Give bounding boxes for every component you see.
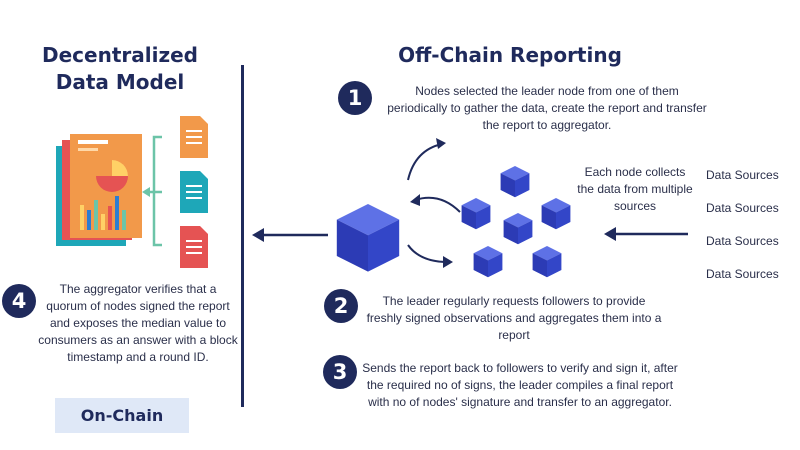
follower-node-cube [500, 166, 530, 198]
follower-node-cube [461, 198, 491, 230]
leader-node-cube [336, 204, 400, 272]
step-3-text: Sends the report back to followers to ve… [362, 361, 678, 409]
step-4-badge: 4 [2, 284, 36, 318]
right-title: Off-Chain Reporting [398, 43, 622, 67]
left-title-line2: Data Model [55, 70, 185, 94]
report-header-bar-2 [78, 148, 98, 151]
step-2-badge: 2 [324, 289, 358, 323]
follower-node-cube [541, 198, 571, 230]
curved-arrow-down [407, 244, 449, 263]
report-bar-4 [101, 214, 105, 230]
node-collects-text: Each node collects the data from multipl… [577, 165, 693, 213]
report-bar-3 [94, 200, 98, 230]
document-red-icon [180, 226, 208, 268]
step-1-text: Nodes selected the leader node from one … [387, 84, 707, 132]
document-teal-icon [180, 171, 208, 213]
connector-arrowhead [142, 187, 150, 197]
pie-slice [112, 160, 128, 176]
left-title-line1: Decentralized [42, 43, 198, 67]
report-bar-2 [87, 210, 91, 230]
step-1-badge: 1 [338, 81, 372, 115]
report-illustration [56, 116, 208, 268]
on-chain-label: On-Chain [55, 398, 189, 433]
arrow-to-report-head [252, 228, 264, 242]
data-source-label: Data Sources [706, 267, 779, 281]
follower-node-cube [503, 213, 533, 245]
curved-arrow-down-head [443, 256, 453, 268]
report-bar-1 [80, 205, 84, 230]
curved-arrow-up [407, 143, 443, 181]
data-source-label: Data Sources [706, 201, 779, 215]
report-bar-6 [115, 196, 119, 230]
report-header-bar [78, 140, 108, 144]
step-3-badge: 3 [323, 355, 357, 389]
step-2-text: The leader regularly requests followers … [366, 294, 662, 342]
step-4-text: The aggregator verifies that a quorum of… [38, 282, 238, 364]
left-title: Decentralized Data Model [20, 42, 220, 96]
report-bar-5 [108, 206, 112, 230]
section-divider [241, 65, 244, 407]
follower-node-cube [473, 246, 503, 278]
follower-node-cube [532, 246, 562, 278]
report-bar-7 [122, 210, 126, 230]
curved-arrow-middle [414, 196, 461, 213]
curved-arrow-middle-head [410, 194, 420, 206]
curved-arrow-up-head [436, 138, 446, 149]
node-network-diagram [252, 138, 688, 278]
document-orange-icon [180, 116, 208, 158]
data-source-label: Data Sources [706, 234, 779, 248]
arrow-from-data-sources-head [604, 227, 616, 241]
data-source-label: Data Sources [706, 168, 779, 182]
